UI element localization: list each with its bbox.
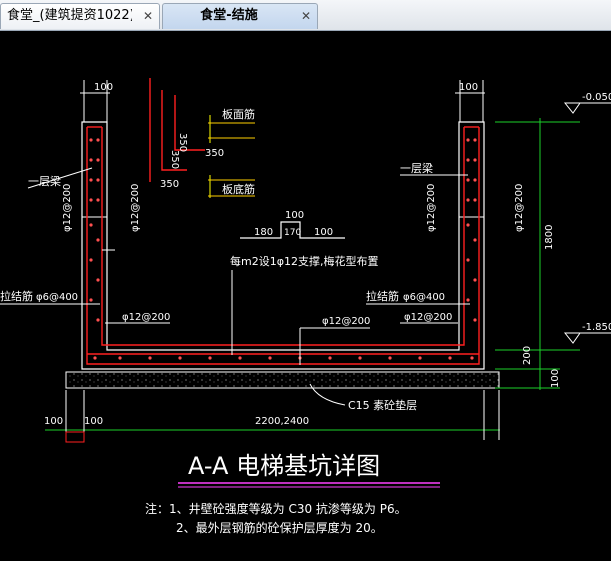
close-icon[interactable]: ✕ [300, 9, 311, 23]
tab-label: 食堂_(建筑提资1022)_t3 [7, 8, 132, 23]
right-beam-section [458, 121, 485, 218]
right-wall-bar-2: φ12@200 [514, 184, 525, 232]
left-beam-label: 一层梁 [28, 174, 61, 188]
cushion-layer [65, 371, 500, 389]
right-tie-spec: φ6@400 [403, 292, 445, 303]
dim-top-right: 100 [459, 82, 478, 93]
support-note: 每m2设1φ12支撑,梅花型布置 [230, 254, 378, 268]
bottom-right-bar: φ12@200 [404, 312, 452, 323]
right-beam-label: 一层梁 [400, 161, 433, 175]
bottom-dimension-ticks [65, 390, 500, 440]
slab-top-bar-label: 板面筋 [222, 107, 255, 121]
rebar-lines [86, 126, 480, 365]
top-left-dimension [80, 80, 110, 122]
dim-bottom-left-2: 100 [84, 416, 103, 427]
right-tie-label: 拉结筋 [366, 289, 399, 303]
bottom-dimension-red [65, 431, 85, 443]
tab-canteen-architecture[interactable]: 食堂_(建筑提资1022)_t3 ✕ [0, 3, 160, 29]
bar-bending-yellow [208, 122, 255, 197]
chair-dim-100: 100 [285, 210, 304, 221]
drawing-title: A-A 电梯基坑详图 [188, 452, 380, 480]
pit-outline [81, 121, 485, 370]
bar-length-c: 350 [205, 148, 224, 159]
dim-top-left: 100 [94, 82, 113, 93]
bar-bending-detail [149, 78, 205, 182]
dim-right-100: 100 [550, 369, 561, 388]
dim-bottom-left-1: 100 [44, 416, 63, 427]
slab-bottom-bar-label: 板底筋 [222, 182, 255, 196]
left-beam-section [81, 121, 108, 218]
tab-label: 食堂-结施 [200, 8, 258, 23]
level-top: -0.050 [582, 92, 611, 103]
note-line-1: 注：1、井壁砼强度等级为 C30 抗渗等级为 P6。 [145, 501, 407, 516]
tab-canteen-structure[interactable]: 食堂-结施 ✕ [162, 3, 318, 29]
bar-length-d: 350 [160, 179, 179, 190]
left-wall-bar-2: φ12@200 [130, 184, 141, 232]
dim-bottom-total: 2200,2400 [255, 416, 309, 427]
chair-dim-170: 170 [284, 228, 301, 238]
level-bottom: -1.850 [582, 322, 611, 333]
support-chair-shape [240, 221, 345, 239]
left-tie-spec: φ6@400 [36, 292, 78, 303]
close-icon[interactable]: ✕ [142, 9, 153, 23]
document-tab-bar: 食堂_(建筑提资1022)_t3 ✕ 食堂-结施 ✕ [0, 0, 611, 31]
rebar-dots [89, 138, 477, 360]
left-wall-bar-1: φ12@200 [62, 184, 73, 232]
cad-drawing-canvas[interactable]: 100 100 [0, 30, 611, 561]
right-wall-bar-1: φ12@200 [426, 184, 437, 232]
chair-dim-100b: 100 [314, 227, 333, 238]
dim-right-1800: 1800 [544, 225, 555, 250]
top-right-dimension [455, 80, 485, 122]
level-marker-bottom [563, 332, 581, 344]
left-beam-leader [27, 167, 93, 189]
cushion-leader [309, 383, 346, 406]
left-tie-label: 拉结筋 [0, 289, 33, 303]
level-marker-top [563, 102, 581, 114]
note-line-2: 2、最外层钢筋的砼保护层厚度为 20。 [176, 520, 383, 535]
cushion-label: C15 素砼垫层 [348, 398, 417, 412]
chair-dim-180: 180 [254, 227, 273, 238]
bottom-left-bar: φ12@200 [122, 312, 170, 323]
bar-length-a: 350 [177, 133, 188, 152]
right-dimension-chain [495, 118, 580, 390]
bar-length-b: 350 [169, 150, 180, 169]
bottom-mid-bar: φ12@200 [322, 316, 370, 327]
dim-right-200: 200 [522, 346, 533, 365]
